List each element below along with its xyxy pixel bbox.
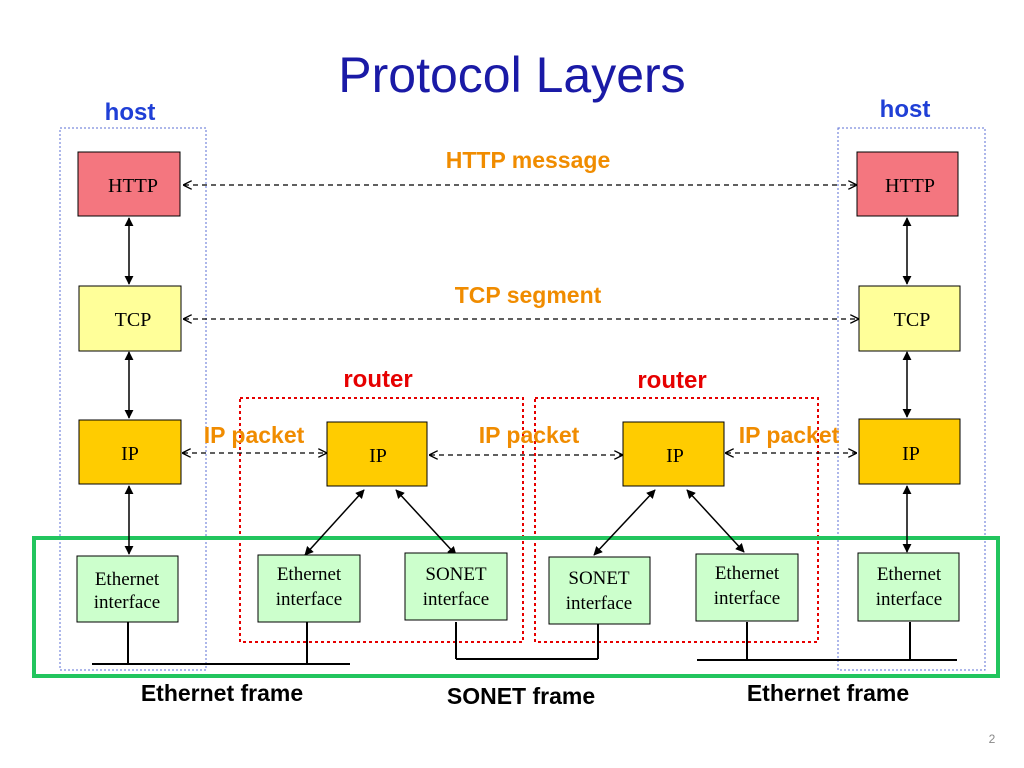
host-left-container bbox=[59, 127, 207, 671]
r1-ip-eth-arrow bbox=[304, 489, 365, 556]
h2-tcp-text: TCP bbox=[894, 309, 931, 331]
frame-label-middle: SONET frame bbox=[447, 683, 595, 709]
h2-ip-box bbox=[858, 418, 961, 485]
h2-ip-text: IP bbox=[902, 443, 920, 465]
r2-sonet-text-1: SONET bbox=[568, 568, 630, 589]
r1-eth-box bbox=[257, 554, 361, 623]
h1-eth-box bbox=[76, 555, 179, 623]
host-label-left: host bbox=[105, 99, 156, 126]
r1-sonet-box bbox=[404, 552, 508, 621]
router-left-container bbox=[239, 397, 524, 643]
http-message-label: HTTP message bbox=[446, 147, 610, 173]
router-label-left: router bbox=[343, 366, 412, 393]
router-right-container bbox=[534, 397, 819, 643]
r1-eth-text-2: interface bbox=[276, 589, 342, 610]
r1-eth-text-1: Ethernet bbox=[277, 564, 342, 585]
r1-ip-box bbox=[326, 421, 428, 487]
ip-packet-label-2: IP packet bbox=[479, 422, 580, 448]
r2-sonet-box bbox=[548, 556, 651, 625]
h1-http-text: HTTP bbox=[108, 175, 158, 197]
r2-eth-text-1: Ethernet bbox=[715, 563, 780, 584]
h1-tcp-text: TCP bbox=[115, 309, 152, 331]
host-right-container bbox=[837, 127, 986, 671]
r2-eth-box bbox=[695, 553, 799, 622]
page-number: 2 bbox=[989, 732, 996, 746]
r2-ip-box bbox=[622, 421, 725, 487]
r2-ip-text: IP bbox=[666, 445, 684, 467]
r2-ip-eth-arrow bbox=[686, 489, 745, 553]
r1-ip-sonet-arrow bbox=[395, 489, 457, 556]
h1-http-box bbox=[77, 151, 181, 217]
r1-ip-text: IP bbox=[369, 445, 387, 467]
r2-eth-text-2: interface bbox=[714, 588, 780, 609]
h2-http-box bbox=[856, 151, 959, 217]
slide-title: Protocol Layers bbox=[338, 47, 685, 103]
h2-http-text: HTTP bbox=[885, 175, 935, 197]
r2-sonet-text-2: interface bbox=[566, 593, 632, 614]
h2-eth-text-2: interface bbox=[876, 589, 942, 610]
r1-sonet-text-1: SONET bbox=[425, 564, 487, 585]
physical-layer-frame bbox=[32, 536, 1000, 678]
h1-ip-box bbox=[78, 419, 182, 485]
h2-eth-box bbox=[857, 552, 960, 622]
h2-eth-text-1: Ethernet bbox=[877, 564, 942, 585]
host-label-right: host bbox=[880, 96, 931, 123]
frame-label-left: Ethernet frame bbox=[141, 680, 303, 706]
h1-ip-text: IP bbox=[121, 443, 139, 465]
router-label-right: router bbox=[637, 367, 706, 394]
frame-label-right: Ethernet frame bbox=[747, 680, 909, 706]
ip-packet-label-1: IP packet bbox=[204, 422, 305, 448]
h1-eth-text-2: interface bbox=[94, 592, 160, 613]
h1-tcp-box bbox=[78, 285, 182, 352]
h1-eth-text-1: Ethernet bbox=[95, 569, 160, 590]
h2-tcp-box bbox=[858, 285, 961, 352]
r1-sonet-text-2: interface bbox=[423, 589, 489, 610]
ip-packet-label-3: IP packet bbox=[739, 422, 840, 448]
r2-ip-sonet-arrow bbox=[593, 489, 656, 556]
tcp-segment-label: TCP segment bbox=[455, 282, 602, 308]
